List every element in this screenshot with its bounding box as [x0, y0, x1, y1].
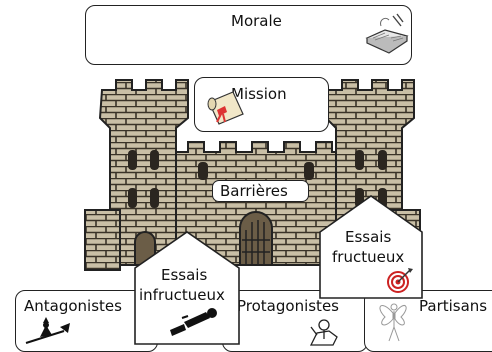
mission-box: Mission: [194, 77, 329, 132]
knight-icon: [309, 319, 338, 346]
broken-chess-piece-icon: [170, 308, 217, 336]
scroll-icon: [207, 91, 244, 125]
barrieres-label: Barrières: [220, 182, 288, 200]
spellbook-icon: [365, 13, 409, 54]
mission-label: Mission: [231, 85, 287, 103]
barrieres-box: Barrières: [212, 180, 309, 202]
witch-icon: [25, 317, 70, 344]
essais-infructueux-line1: Essais: [161, 266, 208, 284]
essais-fructueux-line1: Essais: [345, 228, 392, 246]
partisans-box: Partisans: [364, 290, 492, 352]
antagonistes-label: Antagonistes: [24, 297, 122, 315]
essais-infructueux-line2: infructueux: [139, 286, 225, 304]
target-icon: [387, 268, 413, 293]
partisans-label: Partisans: [419, 297, 488, 315]
essais-fructueux-line2: fructueux: [332, 248, 405, 266]
morale-label: Morale: [231, 12, 282, 30]
morale-box: Morale: [85, 5, 412, 65]
fairy-icon: [379, 303, 407, 342]
protagonistes-box: Protagonistes: [222, 290, 368, 352]
protagonistes-label: Protagonistes: [237, 297, 339, 315]
